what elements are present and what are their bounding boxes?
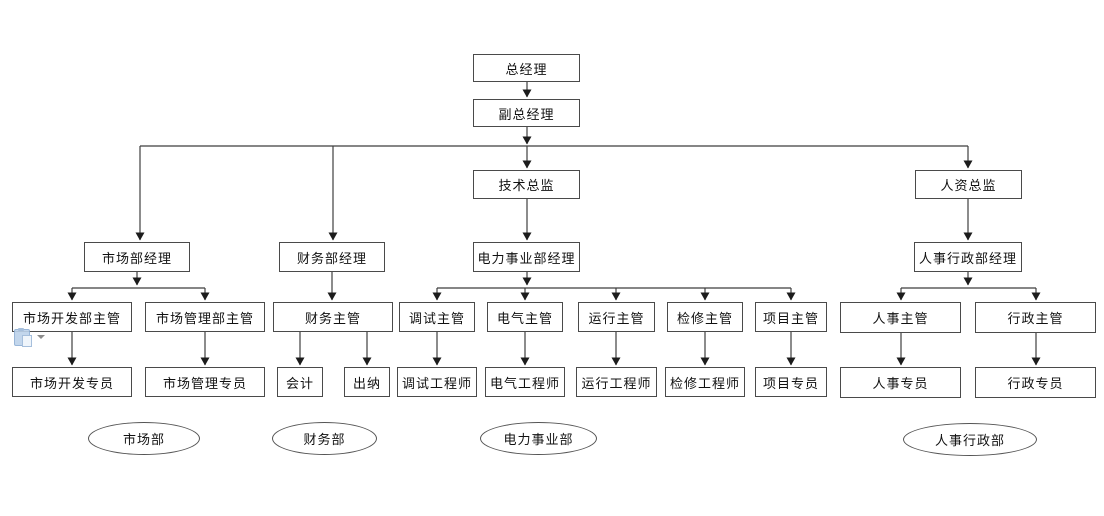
- node-finance-supervisor: 财务主管: [273, 302, 393, 332]
- node-maintenance-engineer: 检修工程师: [665, 367, 745, 397]
- node-project-supervisor: 项目主管: [755, 302, 827, 332]
- node-electrical-supervisor: 电气主管: [487, 302, 563, 332]
- node-maintenance-supervisor: 检修主管: [667, 302, 743, 332]
- ellipse-marketing-dept: 市场部: [88, 422, 200, 455]
- node-hr-specialist: 人事专员: [840, 367, 961, 398]
- node-finance-dept-manager: 财务部经理: [279, 242, 385, 272]
- ellipse-hr-admin-dept: 人事行政部: [903, 423, 1037, 456]
- node-accountant: 会计: [277, 367, 323, 397]
- node-tech-director: 技术总监: [473, 170, 580, 199]
- node-power-division-manager: 电力事业部经理: [473, 242, 580, 272]
- node-project-specialist: 项目专员: [755, 367, 827, 397]
- node-market-mgmt-supervisor: 市场管理部主管: [145, 302, 265, 332]
- node-commissioning-supervisor: 调试主管: [399, 302, 475, 332]
- node-admin-specialist: 行政专员: [975, 367, 1096, 398]
- node-operations-engineer: 运行工程师: [576, 367, 657, 397]
- node-market-dev-supervisor: 市场开发部主管: [12, 302, 132, 332]
- node-deputy-general-manager: 副总经理: [473, 99, 580, 127]
- ellipse-power-division-dept: 电力事业部: [480, 422, 597, 455]
- node-hr-director: 人资总监: [915, 170, 1022, 199]
- node-cashier: 出纳: [344, 367, 390, 397]
- node-electrical-engineer: 电气工程师: [485, 367, 565, 397]
- node-operations-supervisor: 运行主管: [578, 302, 655, 332]
- chevron-down-icon: [37, 335, 45, 339]
- node-marketing-dept-manager: 市场部经理: [84, 242, 190, 272]
- ellipse-finance-dept: 财务部: [272, 422, 377, 455]
- node-admin-supervisor: 行政主管: [975, 302, 1096, 333]
- node-hr-admin-dept-manager: 人事行政部经理: [914, 242, 1022, 272]
- clipboard-paste-icon: [14, 327, 32, 347]
- node-general-manager: 总经理: [473, 54, 580, 82]
- node-market-mgmt-specialist: 市场管理专员: [145, 367, 265, 397]
- node-market-dev-specialist: 市场开发专员: [12, 367, 132, 397]
- node-commissioning-engineer: 调试工程师: [397, 367, 477, 397]
- node-hr-supervisor: 人事主管: [840, 302, 961, 333]
- paste-options-button[interactable]: [14, 327, 54, 347]
